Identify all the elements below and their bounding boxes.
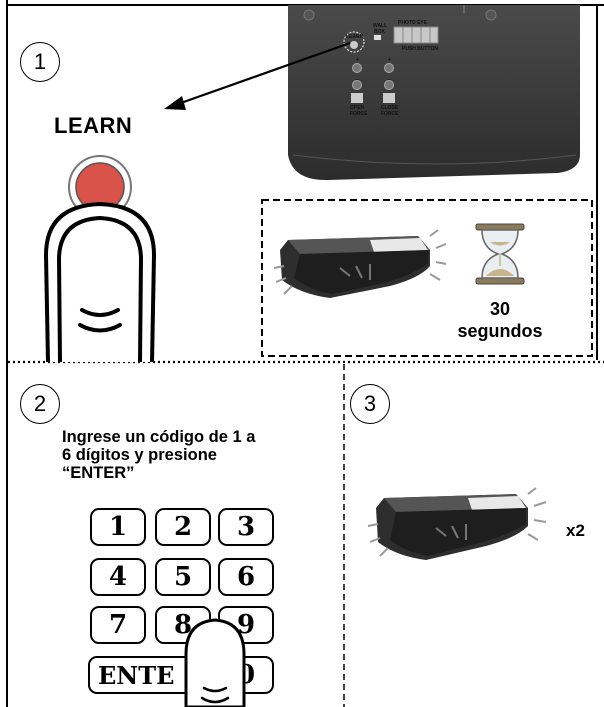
step-2-number: 2 xyxy=(20,384,60,424)
panel-wall-text: WALL xyxy=(373,23,387,29)
opener-light-flashing-twice xyxy=(367,487,547,560)
step-3-number: 3 xyxy=(350,384,390,424)
key-3[interactable]: 3 xyxy=(218,508,274,546)
key-4[interactable]: 4 xyxy=(90,558,146,596)
opener-light-flashing xyxy=(273,229,447,298)
panel-plus-right: + xyxy=(388,57,391,63)
panel-open-text: OPEN xyxy=(350,105,365,111)
instruction-line-3: “ENTER” xyxy=(62,464,135,482)
hourglass-icon xyxy=(475,223,525,285)
opener-control-panel: LEARN WALL BOX PHOTO EYE PUSH BUTTON + +… xyxy=(288,5,580,181)
panel-open-force-text: FORCE xyxy=(350,111,368,117)
timer-number: 30 xyxy=(489,299,511,319)
panel-learn-text: LEARN xyxy=(346,34,364,40)
panel-box-text: BOX xyxy=(374,29,386,35)
panel-close-force-text: FORCE xyxy=(381,111,399,117)
step-1-number: 1 xyxy=(20,42,60,82)
instruction-line-1: Ingrese un código de 1 a xyxy=(62,428,256,446)
repeat-count: x2 xyxy=(566,521,585,540)
key-6[interactable]: 6 xyxy=(218,558,274,596)
key-7[interactable]: 7 xyxy=(90,606,146,644)
panel-close-text: CLOSE xyxy=(381,105,399,111)
panel-minus-left: − xyxy=(356,77,359,83)
key-1[interactable]: 1 xyxy=(90,508,146,546)
panel-push-button-text: PUSH BUTTON xyxy=(402,46,438,52)
timer-label: 30 segundos xyxy=(440,298,560,342)
finger-on-keypad xyxy=(184,618,246,707)
finger-pressing-button xyxy=(43,155,157,362)
step-2-instruction: Ingrese un código de 1 a 6 dígitos y pre… xyxy=(62,428,342,482)
timer-unit: segundos xyxy=(457,321,543,341)
key-2[interactable]: 2 xyxy=(155,508,211,546)
panel-photo-eye-text: PHOTO EYE xyxy=(398,20,428,26)
key-5[interactable]: 5 xyxy=(155,558,211,596)
learn-label: LEARN xyxy=(54,113,133,138)
instruction-line-2: 6 dígitos y presione xyxy=(62,446,217,464)
panel-plus-left: + xyxy=(356,57,359,63)
panel-minus-right: − xyxy=(388,77,391,83)
